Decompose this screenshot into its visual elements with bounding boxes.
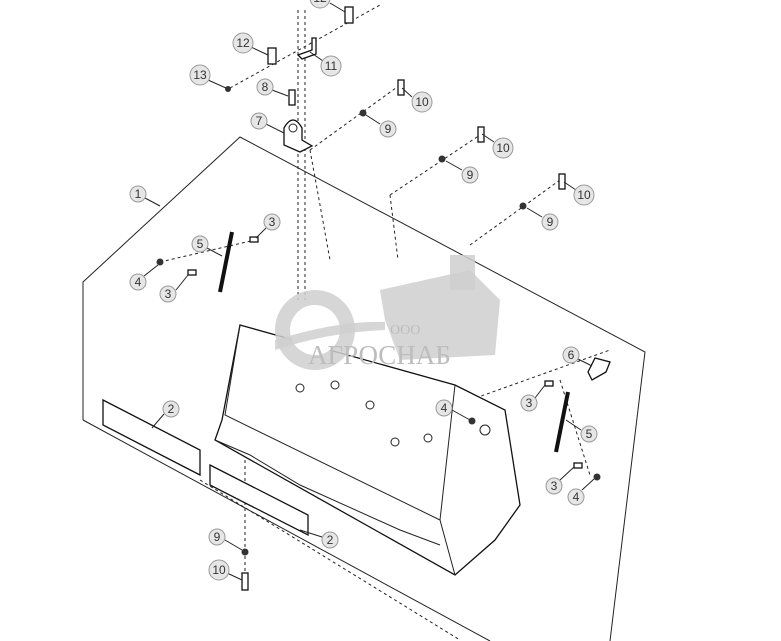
callout-10: 10: [573, 184, 595, 206]
callout-4: 4: [435, 399, 453, 417]
callout-10: 10: [492, 137, 514, 159]
gas-strut-right: [554, 391, 570, 453]
assembly-outline: [82, 136, 646, 641]
callout-5: 5: [580, 425, 598, 443]
callout-3: 3: [159, 285, 177, 303]
callout-12: 12: [232, 32, 254, 54]
callout-9: 9: [541, 213, 559, 231]
callout-3: 3: [263, 213, 281, 231]
callout-11: 11: [320, 55, 342, 77]
svg-text:9: 9: [467, 168, 474, 182]
svg-text:3: 3: [165, 287, 172, 301]
svg-text:10: 10: [415, 95, 429, 109]
svg-text:10: 10: [496, 141, 510, 155]
fasteners: [156, 6, 611, 591]
leader-lines: [143, 2, 595, 581]
callout-4: 4: [129, 273, 147, 291]
callout-2: 2: [321, 531, 339, 549]
svg-text:2: 2: [168, 402, 175, 416]
svg-text:9: 9: [214, 530, 221, 544]
svg-text:6: 6: [568, 348, 575, 362]
watermark-prefix: ООО: [390, 323, 420, 338]
bracket-7: [283, 119, 314, 153]
watermark-logo: ООО АГРОСНАБ: [275, 255, 500, 370]
svg-text:5: 5: [586, 427, 593, 441]
svg-text:13: 13: [193, 68, 207, 82]
callout-12: 12: [309, 0, 331, 9]
callout-7: 7: [250, 112, 268, 130]
svg-text:2: 2: [327, 533, 334, 547]
callout-4: 4: [567, 488, 585, 506]
svg-text:10: 10: [577, 188, 591, 202]
svg-text:11: 11: [325, 59, 338, 73]
svg-text:9: 9: [547, 215, 554, 229]
svg-text:3: 3: [526, 396, 533, 410]
svg-text:1: 1: [135, 187, 142, 201]
svg-text:10: 10: [212, 563, 226, 577]
svg-text:4: 4: [135, 275, 142, 289]
callout-13: 13: [189, 64, 211, 86]
svg-text:9: 9: [385, 122, 392, 136]
svg-text:4: 4: [441, 401, 448, 415]
svg-text:4: 4: [573, 490, 580, 504]
svg-text:5: 5: [197, 237, 204, 251]
callout-3: 3: [520, 394, 538, 412]
svg-text:7: 7: [256, 114, 263, 128]
svg-text:12: 12: [236, 36, 250, 50]
callout-9: 9: [379, 120, 397, 138]
callout-1: 1: [129, 185, 147, 203]
plate-2-right: [209, 463, 309, 537]
plate-2-left: [102, 398, 201, 477]
callout-5: 5: [191, 235, 209, 253]
callout-10: 10: [208, 559, 230, 581]
callout-3: 3: [545, 477, 563, 495]
gas-strut-left: [218, 231, 234, 293]
callout-9: 9: [208, 528, 226, 546]
callout-6: 6: [562, 346, 580, 364]
callout-8: 8: [256, 78, 274, 96]
callout-2: 2: [162, 400, 180, 418]
svg-text:3: 3: [551, 479, 558, 493]
callout-10: 10: [411, 91, 433, 113]
watermark-name: АГРОСНАБ: [308, 340, 451, 370]
svg-text:12: 12: [313, 0, 327, 5]
bucket: [214, 324, 521, 576]
assembly-lines: [159, 4, 611, 641]
svg-text:8: 8: [262, 80, 269, 94]
callout-9: 9: [461, 166, 479, 184]
svg-text:3: 3: [269, 215, 276, 229]
